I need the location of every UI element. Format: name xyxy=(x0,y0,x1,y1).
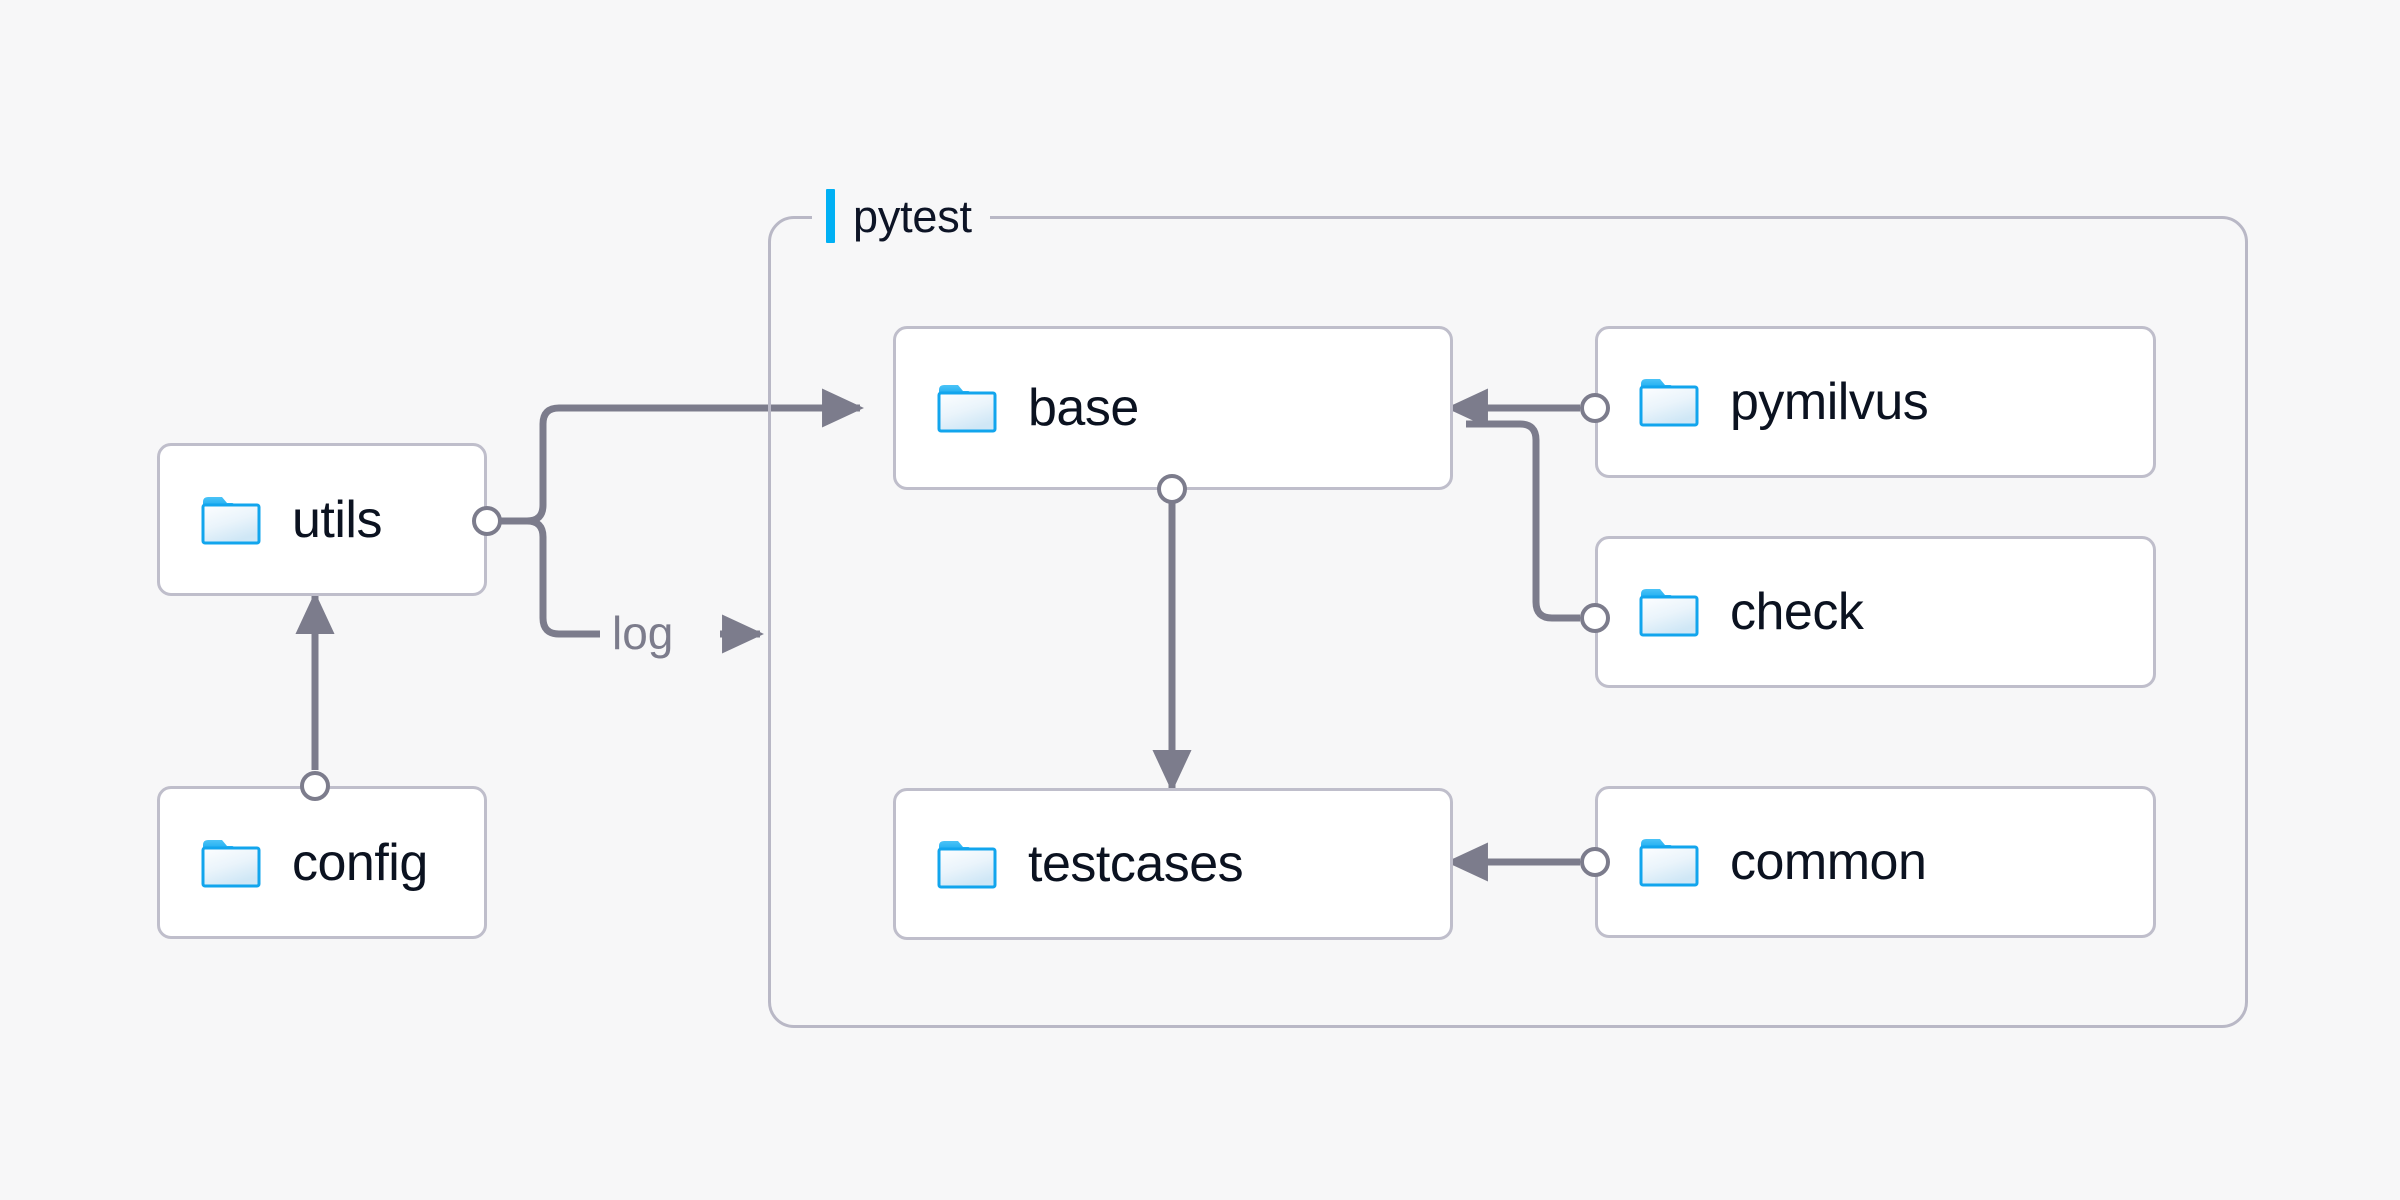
port-utils-right[interactable] xyxy=(472,506,502,536)
node-base[interactable]: base xyxy=(893,326,1453,490)
node-base-content: base xyxy=(896,381,1139,435)
group-pytest[interactable] xyxy=(768,216,2248,1028)
folder-icon xyxy=(1639,589,1699,637)
port-pymilvus-left[interactable] xyxy=(1580,393,1610,423)
port-common-left[interactable] xyxy=(1580,847,1610,877)
port-check-left[interactable] xyxy=(1580,603,1610,633)
folder-icon xyxy=(937,841,997,889)
edge-utils-log xyxy=(526,517,600,638)
node-pymilvus[interactable]: pymilvus xyxy=(1595,326,2156,478)
node-testcases-content: testcases xyxy=(896,835,1244,893)
folder-icon xyxy=(1639,379,1699,427)
group-accent-bar xyxy=(826,189,835,243)
node-utils-content: utils xyxy=(160,493,382,547)
node-config[interactable]: config xyxy=(157,786,487,939)
node-common-label: common xyxy=(1730,833,1927,891)
node-config-label: config xyxy=(292,833,428,892)
folder-icon xyxy=(201,839,261,887)
port-base-bottom[interactable] xyxy=(1157,474,1187,504)
group-pytest-label: pytest xyxy=(853,190,972,242)
port-config-top[interactable] xyxy=(300,771,330,801)
node-pymilvus-label: pymilvus xyxy=(1730,373,1929,431)
folder-icon xyxy=(1639,839,1699,887)
group-pytest-label-wrap: pytest xyxy=(812,184,990,248)
node-utils[interactable]: utils xyxy=(157,443,487,596)
node-config-content: config xyxy=(160,836,428,890)
node-utils-label: utils xyxy=(292,490,382,549)
edge-label-log: log xyxy=(604,610,682,656)
node-common[interactable]: common xyxy=(1595,786,2156,938)
node-base-label: base xyxy=(1028,379,1139,437)
folder-icon xyxy=(937,385,997,433)
node-check[interactable]: check xyxy=(1595,536,2156,688)
node-check-label: check xyxy=(1730,583,1864,641)
node-check-content: check xyxy=(1598,583,1864,641)
node-pymilvus-content: pymilvus xyxy=(1598,373,1929,431)
node-testcases-label: testcases xyxy=(1028,835,1244,893)
node-common-content: common xyxy=(1598,833,1927,891)
node-testcases[interactable]: testcases xyxy=(893,788,1453,940)
folder-icon xyxy=(201,496,261,544)
